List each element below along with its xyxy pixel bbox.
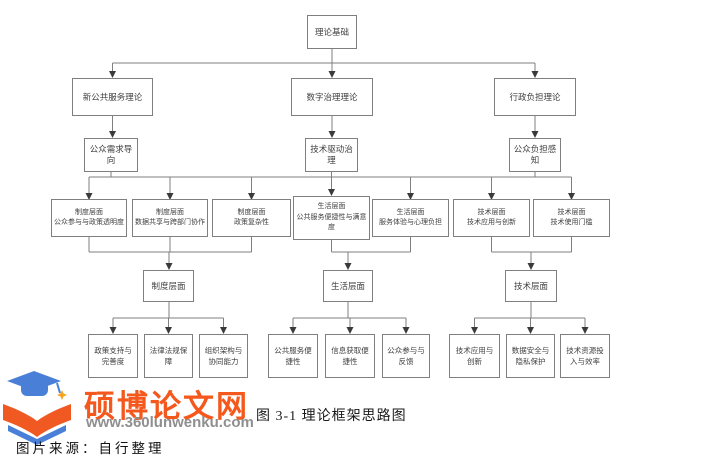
node-org-structure-collaboration: 组织架构与 协同能力	[199, 334, 248, 378]
graduation-cap-open-book-icon	[3, 371, 71, 445]
node-public-participation-feedback: 公众参与与 反馈	[382, 334, 430, 378]
node-digital-governance-theory: 数字治理理论	[291, 78, 373, 116]
node-tech-app-innovation-leaf: 技术应用与 创新	[449, 334, 500, 378]
node-public-burden-perception: 公众负担感知	[509, 138, 561, 172]
image-source-note: 图片来源：自行整理	[16, 441, 165, 456]
node-tech-resource-efficiency: 技术资源投 入与效率	[560, 334, 610, 378]
node-tech-usage-threshold: 技术层面 技术使用门槛	[533, 199, 610, 237]
node-institution-layer: 制度层面	[143, 270, 194, 302]
node-life-experience-psych-burden: 生活层面 服务体验与心理负担	[372, 199, 449, 237]
node-life-layer: 生活层面	[323, 270, 373, 302]
node-institution-participation-transparency: 制度层面 公众参与与政策透明度	[51, 199, 127, 237]
node-institution-policy-complexity: 制度层面 政策复杂性	[212, 199, 291, 237]
node-administrative-burden-theory: 行政负担理论	[494, 78, 576, 116]
node-life-service-convenience-satisfaction: 生活层面 公共服务便捷性与满意度	[293, 196, 370, 240]
node-legal-guarantee: 法律法规保 障	[144, 334, 193, 378]
figure-caption: 图 3-1 理论框架思路图	[256, 409, 407, 424]
node-tech-layer: 技术层面	[505, 270, 557, 302]
site-url: www.360lunwenku.com	[86, 414, 254, 431]
node-new-public-service-theory: 新公共服务理论	[72, 78, 153, 116]
node-institution-data-sharing: 制度层面 数据共享与跨部门协作	[132, 199, 208, 237]
node-public-service-convenience: 公共服务便 捷性	[268, 334, 318, 378]
node-tech-application-innovation: 技术层面 技术应用与创新	[453, 199, 530, 237]
node-data-security-privacy: 数据安全与 隐私保护	[506, 334, 555, 378]
node-theory-foundation: 理论基础	[307, 15, 357, 49]
node-tech-driven-governance: 技术驱动治理	[305, 138, 358, 172]
node-policy-support: 政策支持与 完善度	[88, 334, 138, 378]
node-info-access-convenience: 信息获取便 捷性	[325, 334, 375, 378]
node-public-demand-orientation: 公众需求导向	[84, 138, 138, 172]
site-name: 硕博论文网	[84, 389, 249, 424]
